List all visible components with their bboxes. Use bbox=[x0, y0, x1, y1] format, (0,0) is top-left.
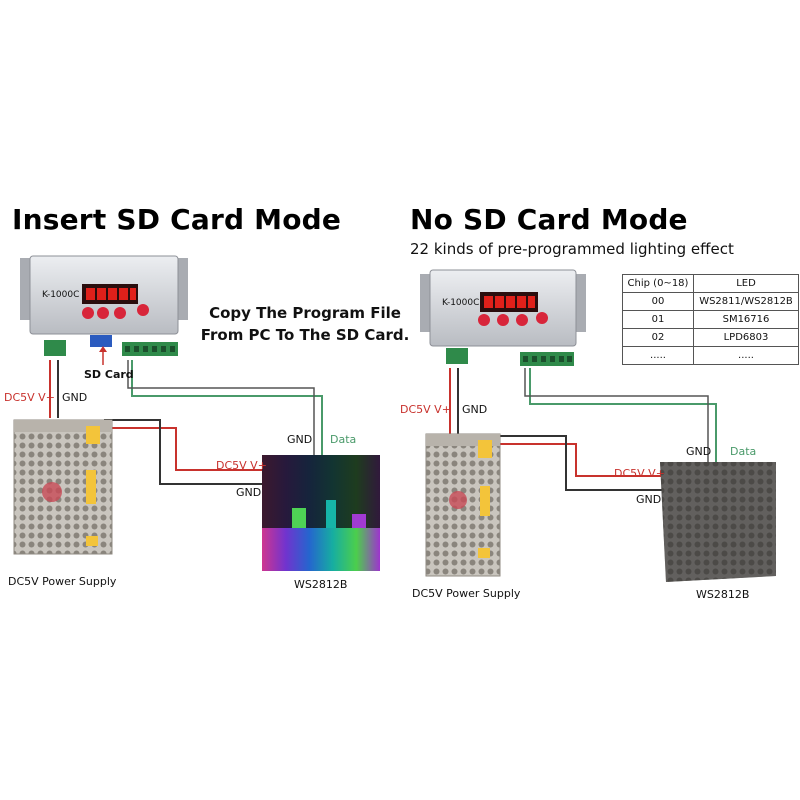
left-panel-label: WS2812B bbox=[294, 578, 348, 591]
chip-code: 01 bbox=[622, 310, 694, 329]
right-controller-button-1 bbox=[478, 314, 490, 326]
instruction-line-2: From PC To The SD Card. bbox=[200, 326, 410, 344]
left-controller bbox=[20, 255, 188, 356]
right-gnd-wire-to-panel-top bbox=[524, 368, 709, 462]
chip-table-header: Chip (0~18) LED bbox=[622, 274, 799, 293]
left-led-panel bbox=[262, 455, 380, 571]
right-gnd-label: GND bbox=[462, 403, 488, 416]
table-row: 01 SM16716 bbox=[622, 310, 799, 329]
right-gnd-wire-to-panel bbox=[500, 435, 662, 491]
right-panel-dc5v-label: DC5V V+ bbox=[614, 467, 665, 480]
table-row: 02 LPD6803 bbox=[622, 328, 799, 347]
chip-code: 02 bbox=[622, 328, 694, 347]
right-panel-label: WS2812B bbox=[696, 588, 750, 601]
left-data-label: Data bbox=[330, 433, 357, 446]
led-column-header: LED bbox=[693, 274, 799, 293]
led-type: LPD6803 bbox=[693, 328, 799, 347]
right-controller bbox=[420, 269, 586, 366]
led-type: SM16716 bbox=[693, 310, 799, 329]
sd-card-arrow-head bbox=[99, 346, 107, 352]
right-power-supply bbox=[425, 433, 501, 577]
chip-code: ..... bbox=[622, 346, 694, 365]
left-gnd-wire-to-panel bbox=[104, 419, 262, 485]
left-gnd-wire-to-panel-top bbox=[127, 360, 315, 458]
sd-card-label: SD Card bbox=[84, 368, 134, 381]
right-controller-model: K-1000C bbox=[442, 298, 480, 308]
left-controller-button-4 bbox=[137, 304, 149, 316]
left-power-supply bbox=[13, 419, 113, 555]
left-title: Insert SD Card Mode bbox=[12, 203, 342, 236]
right-controller-button-2 bbox=[497, 314, 509, 326]
left-power-supply-label: DC5V Power Supply bbox=[8, 575, 117, 588]
left-controller-button-3 bbox=[114, 307, 126, 319]
left-power-wire-to-panel bbox=[96, 427, 262, 471]
right-power-wire-to-panel bbox=[494, 443, 662, 477]
right-panel-gnd-bottom-label: GND bbox=[636, 493, 662, 506]
left-gnd-label: GND bbox=[62, 391, 88, 404]
led-type: WS2811/WS2812B bbox=[693, 292, 799, 311]
right-data-label: Data bbox=[730, 445, 757, 458]
right-title: No SD Card Mode bbox=[410, 203, 688, 236]
right-panel-gnd-top-label: GND bbox=[686, 445, 712, 458]
left-data-wire bbox=[131, 360, 323, 458]
right-controller-button-3 bbox=[516, 314, 528, 326]
left-controller-button-1 bbox=[82, 307, 94, 319]
right-subtitle: 22 kinds of pre-programmed lighting effe… bbox=[410, 240, 734, 258]
right-led-panel bbox=[660, 462, 776, 582]
right-power-supply-label: DC5V Power Supply bbox=[412, 587, 521, 600]
chip-table: Chip (0~18) LED 00 WS2811/WS2812B 01 SM1… bbox=[622, 274, 799, 365]
sd-card-instruction: Copy The Program File From PC To The SD … bbox=[200, 302, 410, 346]
left-panel-gnd-top-label: GND bbox=[287, 433, 313, 446]
left-controller-model: K-1000C bbox=[42, 290, 80, 300]
led-type: ..... bbox=[693, 346, 799, 365]
chip-column-header: Chip (0~18) bbox=[622, 274, 694, 293]
chip-code: 00 bbox=[622, 292, 694, 311]
right-dc5v-label: DC5V V+ bbox=[400, 403, 451, 416]
table-row: ..... ..... bbox=[622, 346, 799, 365]
left-panel-gnd-bottom-label: GND bbox=[236, 486, 262, 499]
right-controller-button-4 bbox=[536, 312, 548, 324]
instruction-line-1: Copy The Program File bbox=[209, 304, 401, 322]
right-data-wire bbox=[529, 368, 717, 462]
left-panel-dc5v-label: DC5V V+ bbox=[216, 459, 267, 472]
table-row: 00 WS2811/WS2812B bbox=[622, 292, 799, 311]
left-controller-button-2 bbox=[97, 307, 109, 319]
left-dc5v-label: DC5V V+ bbox=[4, 391, 55, 404]
